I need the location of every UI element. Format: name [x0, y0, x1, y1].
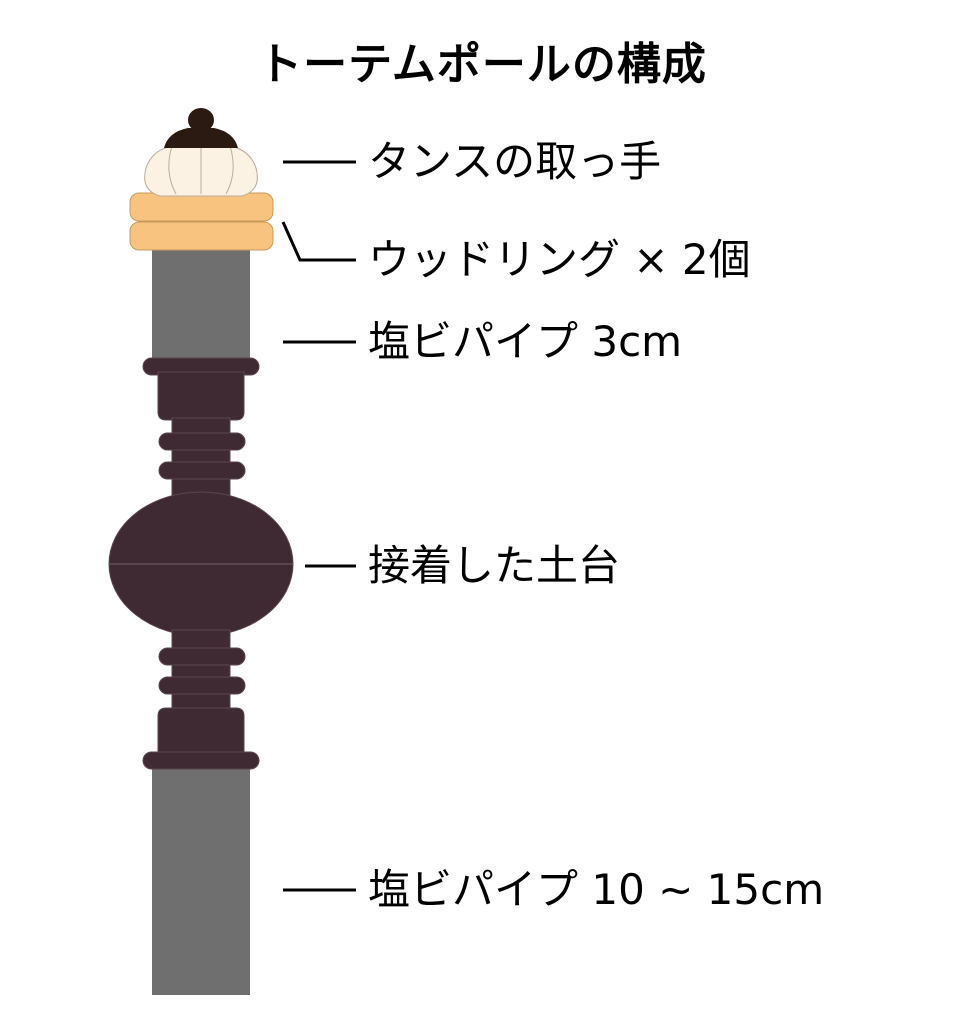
pipe-top: [152, 248, 250, 360]
label-base: 接着した土台: [368, 541, 621, 590]
label-rings: ウッドリング × 2個: [368, 235, 751, 284]
label-pipe-top: 塩ビパイプ 3cm: [368, 317, 683, 366]
wood-rings: [129, 192, 274, 251]
label-pipe-bottom: 塩ビパイプ 10 ~ 15cm: [368, 865, 825, 914]
glued-base: [108, 357, 294, 770]
label-knob: タンスの取っ手: [368, 137, 662, 186]
drawer-knob: [144, 108, 258, 197]
pipe-bottom: [152, 766, 250, 995]
leader-rings: [281, 221, 356, 262]
diagram-title: トーテムポールの構成: [258, 39, 707, 90]
leader-lines: [281, 160, 356, 892]
